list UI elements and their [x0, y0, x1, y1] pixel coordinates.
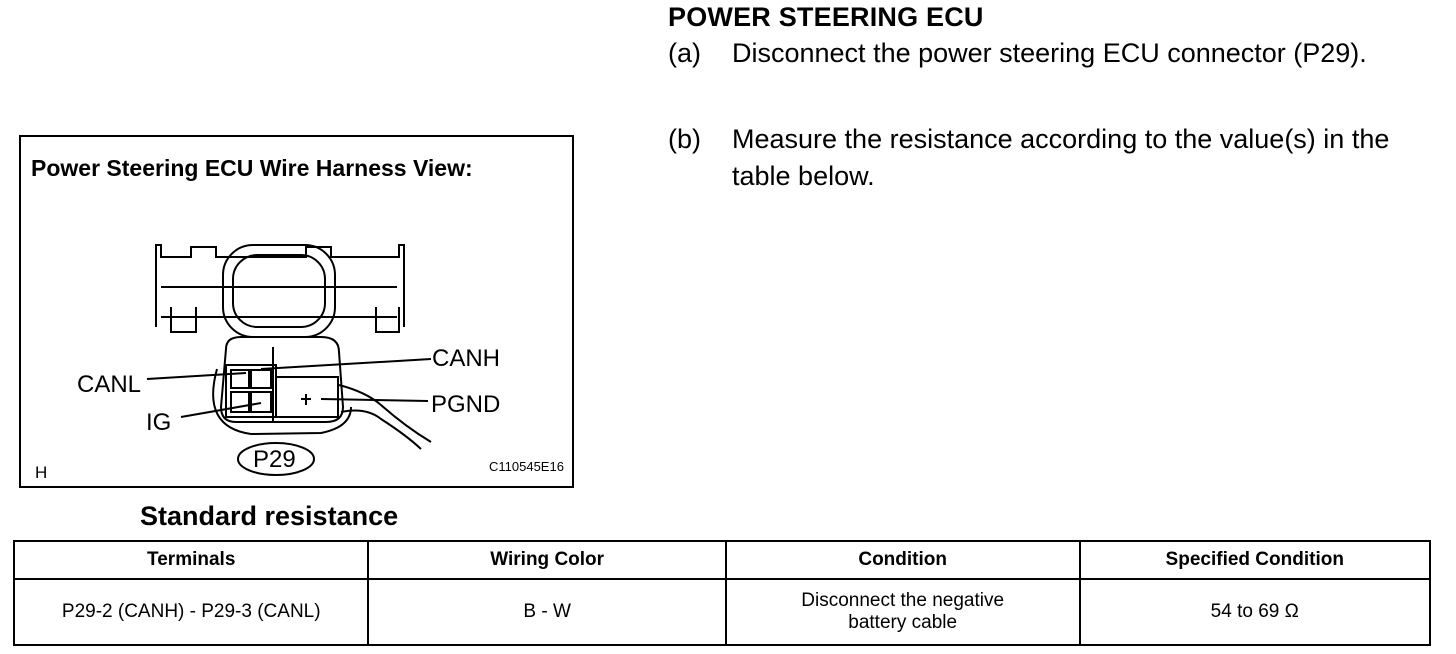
table-cell: 54 to 69 Ω: [1078, 578, 1431, 646]
leader-pgnd: [320, 398, 429, 402]
column-header: Terminals: [12, 540, 370, 580]
leader-ig: [180, 402, 262, 418]
connector-id: P29: [253, 446, 296, 473]
label-canh: CANH: [432, 345, 501, 372]
table-header-row: Terminals Wiring Color Condition Specifi…: [12, 540, 1431, 580]
column-header: Condition: [724, 540, 1081, 580]
table-row: P29-2 (CANH) - P29-3 (CANL) B - W Discon…: [12, 578, 1431, 646]
step-text: Measure the resistance according to the …: [732, 124, 1390, 191]
label-ig: IG: [146, 409, 172, 436]
table-cell: Disconnect the negative battery cable: [724, 578, 1081, 646]
resistance-table: Terminals Wiring Color Condition Specifi…: [12, 540, 1431, 646]
ecu-housing: [155, 244, 405, 327]
figure-code: C110545E16: [489, 459, 564, 474]
leader-canh: [260, 358, 432, 370]
figure-corner-mark: H: [35, 463, 48, 482]
connector-drawing: [146, 244, 432, 476]
section-title: POWER STEERING ECU: [668, 2, 984, 32]
harness-connector: [219, 336, 345, 423]
step-text: Disconnect the power steering ECU connec…: [732, 38, 1367, 68]
table-cell: P29-2 (CANH) - P29-3 (CANL): [12, 578, 370, 646]
column-header: Specified Condition: [1078, 540, 1431, 580]
column-header: Wiring Color: [367, 540, 727, 580]
step-marker: (a): [668, 38, 701, 68]
wire-harness-figure: Power Steering ECU Wire Harness View: CA…: [19, 135, 574, 488]
figure-title: Power Steering ECU Wire Harness View:: [31, 155, 473, 181]
label-canl: CANL: [77, 371, 142, 398]
table-heading: Standard resistance: [140, 501, 399, 531]
wire-bundle: [338, 384, 432, 443]
label-pgnd: PGND: [431, 391, 501, 418]
step-marker: (b): [668, 124, 701, 154]
leader-canl: [146, 372, 247, 380]
table-cell: B - W: [367, 578, 727, 646]
connector-id-ellipse: [237, 442, 315, 476]
ecu-socket: [222, 244, 336, 338]
